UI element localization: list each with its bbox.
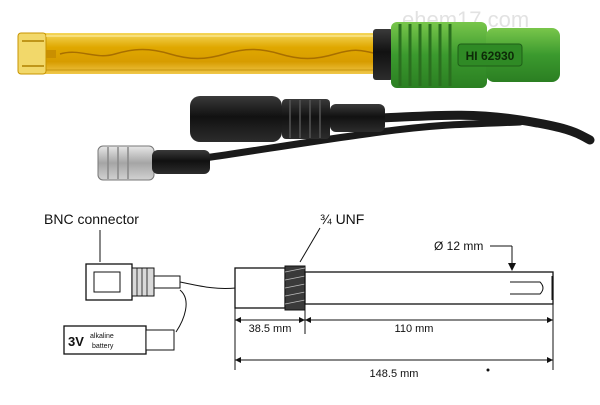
bnc-connector-label: BNC connector bbox=[44, 211, 139, 227]
bnc-boot-photo bbox=[152, 150, 210, 174]
model-label-plate bbox=[457, 43, 523, 67]
internal-wire bbox=[59, 48, 379, 60]
battery-text-line2: battery bbox=[92, 343, 114, 350]
cable-photo bbox=[97, 96, 595, 181]
green-cap-end bbox=[486, 28, 560, 82]
glass-tip bbox=[17, 32, 47, 75]
glass-body bbox=[18, 33, 380, 74]
dim-left-label: 38.5 mm bbox=[249, 323, 292, 335]
thread-ridges bbox=[398, 24, 452, 86]
dim-total-label: 148.5 mm bbox=[370, 368, 419, 380]
black-collar bbox=[373, 29, 393, 80]
dim-right-label: 110 mm bbox=[395, 323, 434, 335]
battery-drawing bbox=[63, 325, 147, 355]
connector-taper bbox=[330, 104, 385, 132]
unf-leader bbox=[299, 227, 321, 263]
electrode-tip-drawing bbox=[510, 281, 544, 295]
bnc-plug-photo bbox=[97, 145, 155, 181]
electrode-photo: HI 62930 bbox=[17, 22, 560, 88]
battery-voltage: 3V bbox=[68, 334, 84, 349]
drawing-wire-lower bbox=[175, 289, 187, 333]
unf-label: ¾ UNF bbox=[320, 211, 364, 227]
model-label: HI 62930 bbox=[466, 49, 515, 63]
technical-drawing: BNC connector 3V alkaline battery bbox=[44, 211, 554, 380]
connector-ribs bbox=[282, 99, 330, 139]
stray-dot bbox=[486, 368, 490, 372]
drawing-wire-upper bbox=[179, 281, 237, 289]
battery-text-line1: alkaline bbox=[90, 333, 114, 340]
diameter-label: Ø 12 mm bbox=[434, 239, 483, 253]
cable-lower bbox=[201, 118, 524, 162]
electrode-body-drawing bbox=[304, 271, 554, 305]
cap-drawing bbox=[234, 267, 286, 309]
connector-body bbox=[190, 96, 282, 142]
